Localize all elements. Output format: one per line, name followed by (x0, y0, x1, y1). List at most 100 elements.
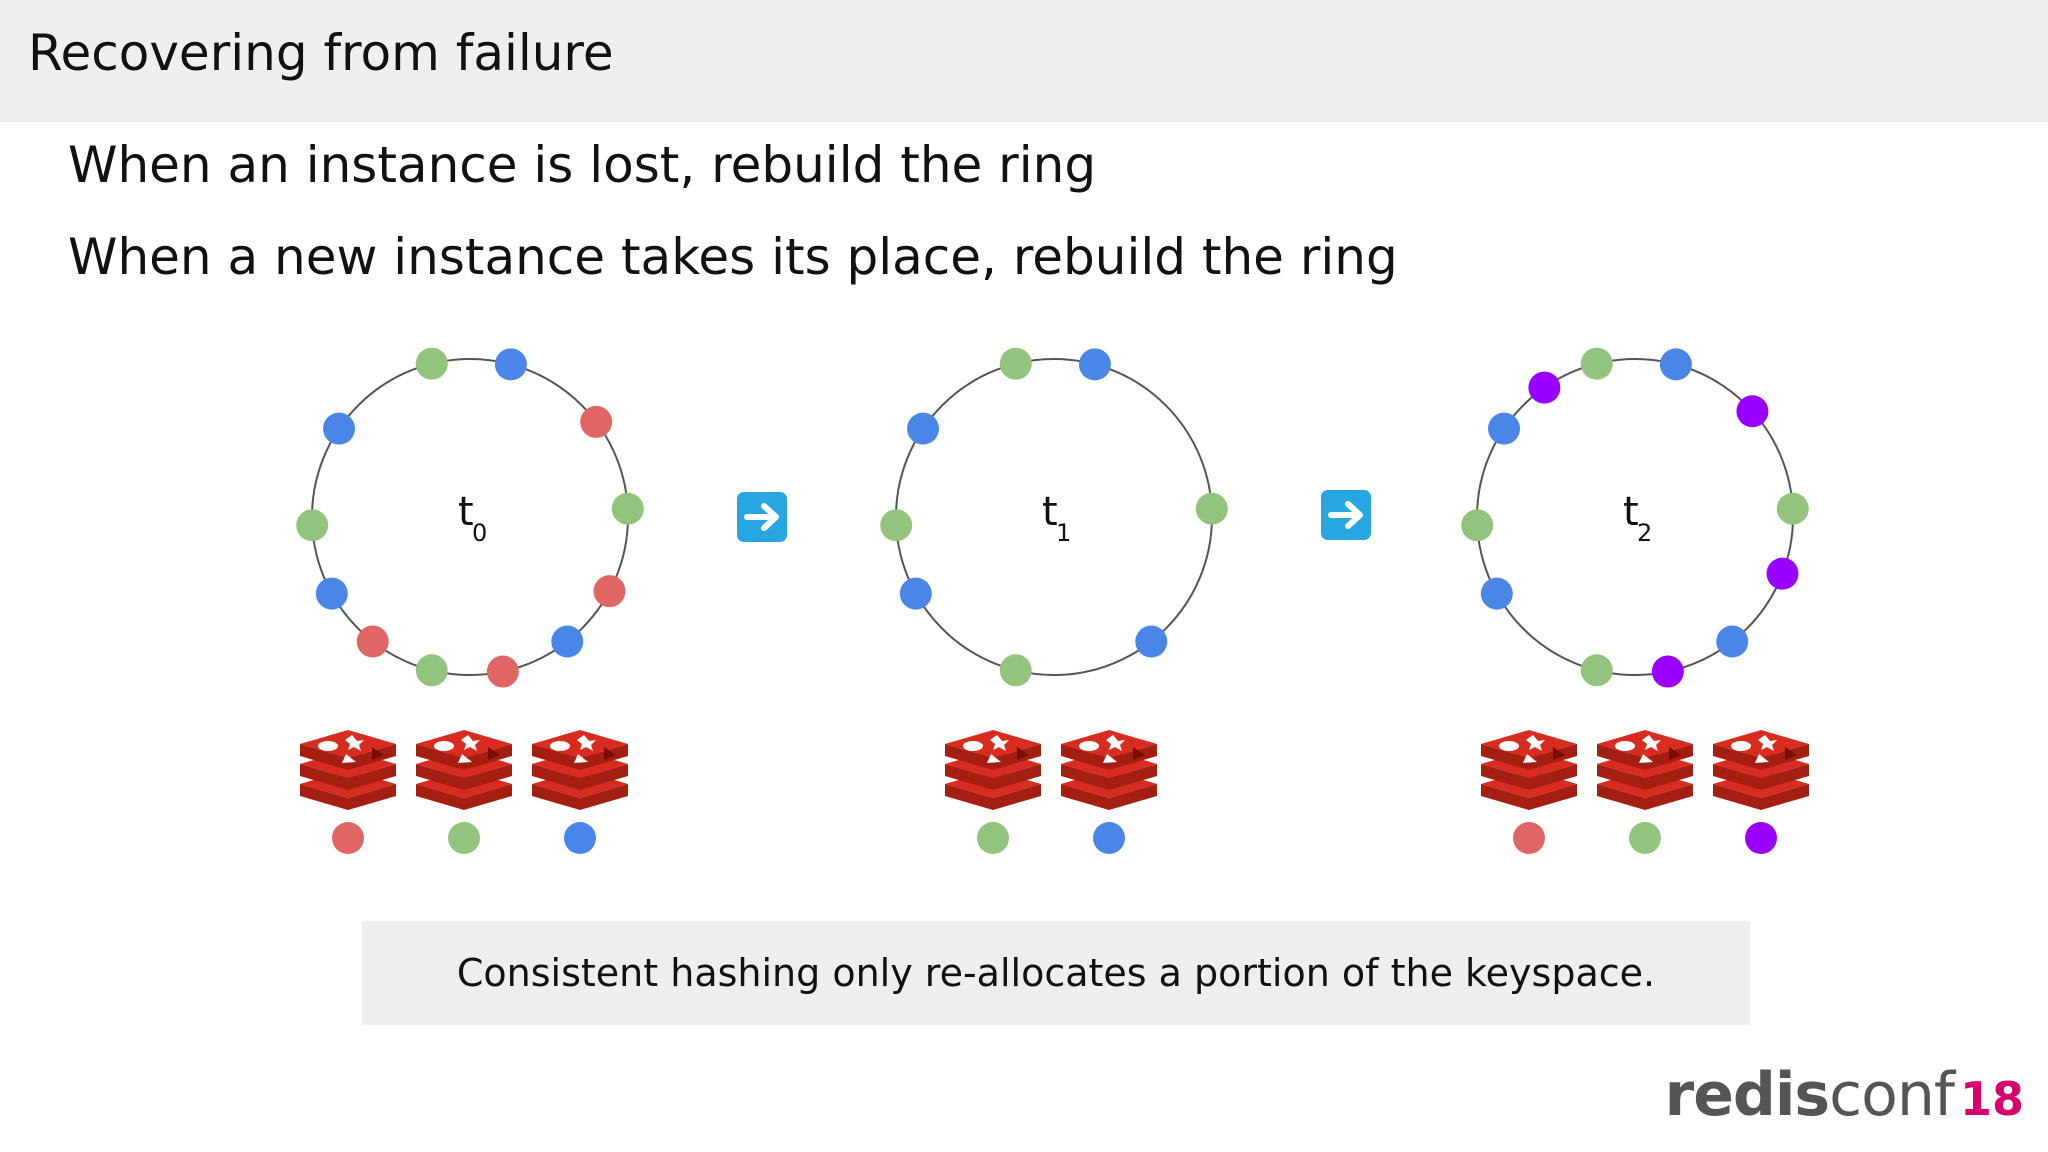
redis-logo-icon (1061, 730, 1157, 810)
ring-node-blue (1480, 577, 1513, 610)
caption-box: Consistent hashing only re-allocates a p… (362, 921, 1750, 1025)
instance-dot-purple (1745, 822, 1777, 854)
ring-label: t (1623, 489, 1639, 535)
redis-logo-icon (945, 730, 1041, 810)
ring-node-green (296, 509, 329, 542)
redis-logo-icon (1597, 730, 1693, 810)
redis-logo-icon (532, 730, 628, 810)
redis-logo-icon (300, 730, 396, 810)
ring-group-2: t2 (1461, 347, 1809, 854)
redis-logo-star (461, 735, 480, 751)
redis-logo-ellipse (550, 741, 570, 751)
redis-layer-side (1597, 764, 1693, 790)
redis-logo-triangle (1639, 754, 1653, 763)
ring-node-blue (1135, 625, 1168, 658)
ring-label-subscript: 2 (1637, 519, 1652, 547)
ring-node-blue (1488, 412, 1521, 445)
ring-node-green (1461, 509, 1494, 542)
arrow-icon-glyph (1328, 501, 1363, 529)
redis-logo-wedge (1669, 747, 1681, 760)
redis-logo-triangle (987, 754, 1001, 763)
redis-logo-icon (416, 730, 512, 810)
redis-layer-side (1713, 764, 1809, 790)
ring-node-purple (1651, 655, 1684, 688)
redis-logo-ellipse (318, 741, 338, 751)
redis-logo-triangle (1523, 754, 1537, 763)
ring-node-purple (1528, 371, 1561, 404)
ring-node-red (486, 655, 519, 688)
redis-layer-side (1481, 764, 1577, 790)
redis-logo-star (990, 735, 1009, 751)
ring-label: t (1042, 489, 1058, 535)
redis-logo-ellipse (1499, 741, 1519, 751)
instance-dot-red (1513, 822, 1545, 854)
bullet-instance-lost: When an instance is lost, rebuild the ri… (68, 136, 1097, 194)
ring-node-blue (1659, 348, 1692, 381)
ring-node-blue (323, 412, 356, 445)
redis-layer-side (532, 784, 628, 810)
redis-layer-side (1713, 784, 1809, 810)
bullet-new-instance: When a new instance takes its place, reb… (68, 228, 1398, 286)
ring-node-green (999, 654, 1032, 687)
redis-layer-side (416, 764, 512, 790)
ring-node-blue (907, 412, 940, 445)
redis-logo-wedge (1133, 747, 1145, 760)
right-arrow-icon (737, 492, 787, 542)
ring-node-green (1580, 654, 1613, 687)
ring-node-blue (1078, 348, 1111, 381)
redis-logo-star (345, 735, 364, 751)
ring-node-green (611, 492, 644, 525)
ring-node-purple (1766, 557, 1799, 590)
ring-group-0: t0 (296, 347, 644, 854)
ring-node-green (880, 509, 913, 542)
redis-layer-side (300, 764, 396, 790)
redis-layer-side (1597, 784, 1693, 810)
redis-logo-wedge (488, 747, 500, 760)
right-arrow-icon (1321, 490, 1371, 540)
redis-logo-icon (1713, 730, 1809, 810)
redis-layer-side (416, 784, 512, 810)
redis-logo-wedge (372, 747, 384, 760)
redis-layer-side (300, 784, 396, 810)
ring-label: t (458, 489, 474, 535)
redis-layer-side (1061, 764, 1157, 790)
logo-part-18: 18 (1959, 1072, 2024, 1126)
logo-part-conf: conf (1829, 1060, 1955, 1130)
redis-logo-ellipse (1615, 741, 1635, 751)
ring-group-1: t1 (880, 347, 1228, 854)
redis-logo-star (1642, 735, 1661, 751)
redis-logo-ellipse (434, 741, 454, 751)
slide-title: Recovering from failure (28, 24, 614, 82)
redisconf-logo: redis conf 18 (1665, 1060, 2024, 1140)
ring-node-green (999, 347, 1032, 380)
ring-node-red (356, 625, 389, 658)
redis-layer-side (945, 784, 1041, 810)
redis-logo-star (577, 735, 596, 751)
ring-node-blue (1716, 625, 1749, 658)
redis-layer-side (945, 764, 1041, 790)
redis-logo-triangle (458, 754, 472, 763)
ring-node-green (415, 654, 448, 687)
instance-dot-blue (564, 822, 596, 854)
redis-logo-wedge (1785, 747, 1797, 760)
ring-node-blue (494, 348, 527, 381)
redis-logo-wedge (1017, 747, 1029, 760)
redis-logo-triangle (1755, 754, 1769, 763)
redis-logo-triangle (342, 754, 356, 763)
redis-logo-star (1758, 735, 1777, 751)
instance-dot-green (1629, 822, 1661, 854)
redis-logo-icon (1481, 730, 1577, 810)
redis-logo-ellipse (1079, 741, 1099, 751)
ring-node-red (580, 405, 613, 438)
ring-label-subscript: 0 (472, 519, 487, 547)
redis-logo-wedge (604, 747, 616, 760)
ring-node-red (593, 575, 626, 608)
redis-logo-star (1526, 735, 1545, 751)
ring-node-purple (1736, 395, 1769, 428)
arrow-icon-glyph (744, 503, 779, 531)
title-bar: Recovering from failure (0, 0, 2048, 122)
ring-node-green (415, 347, 448, 380)
instance-dot-green (977, 822, 1009, 854)
ring-node-green (1580, 347, 1613, 380)
